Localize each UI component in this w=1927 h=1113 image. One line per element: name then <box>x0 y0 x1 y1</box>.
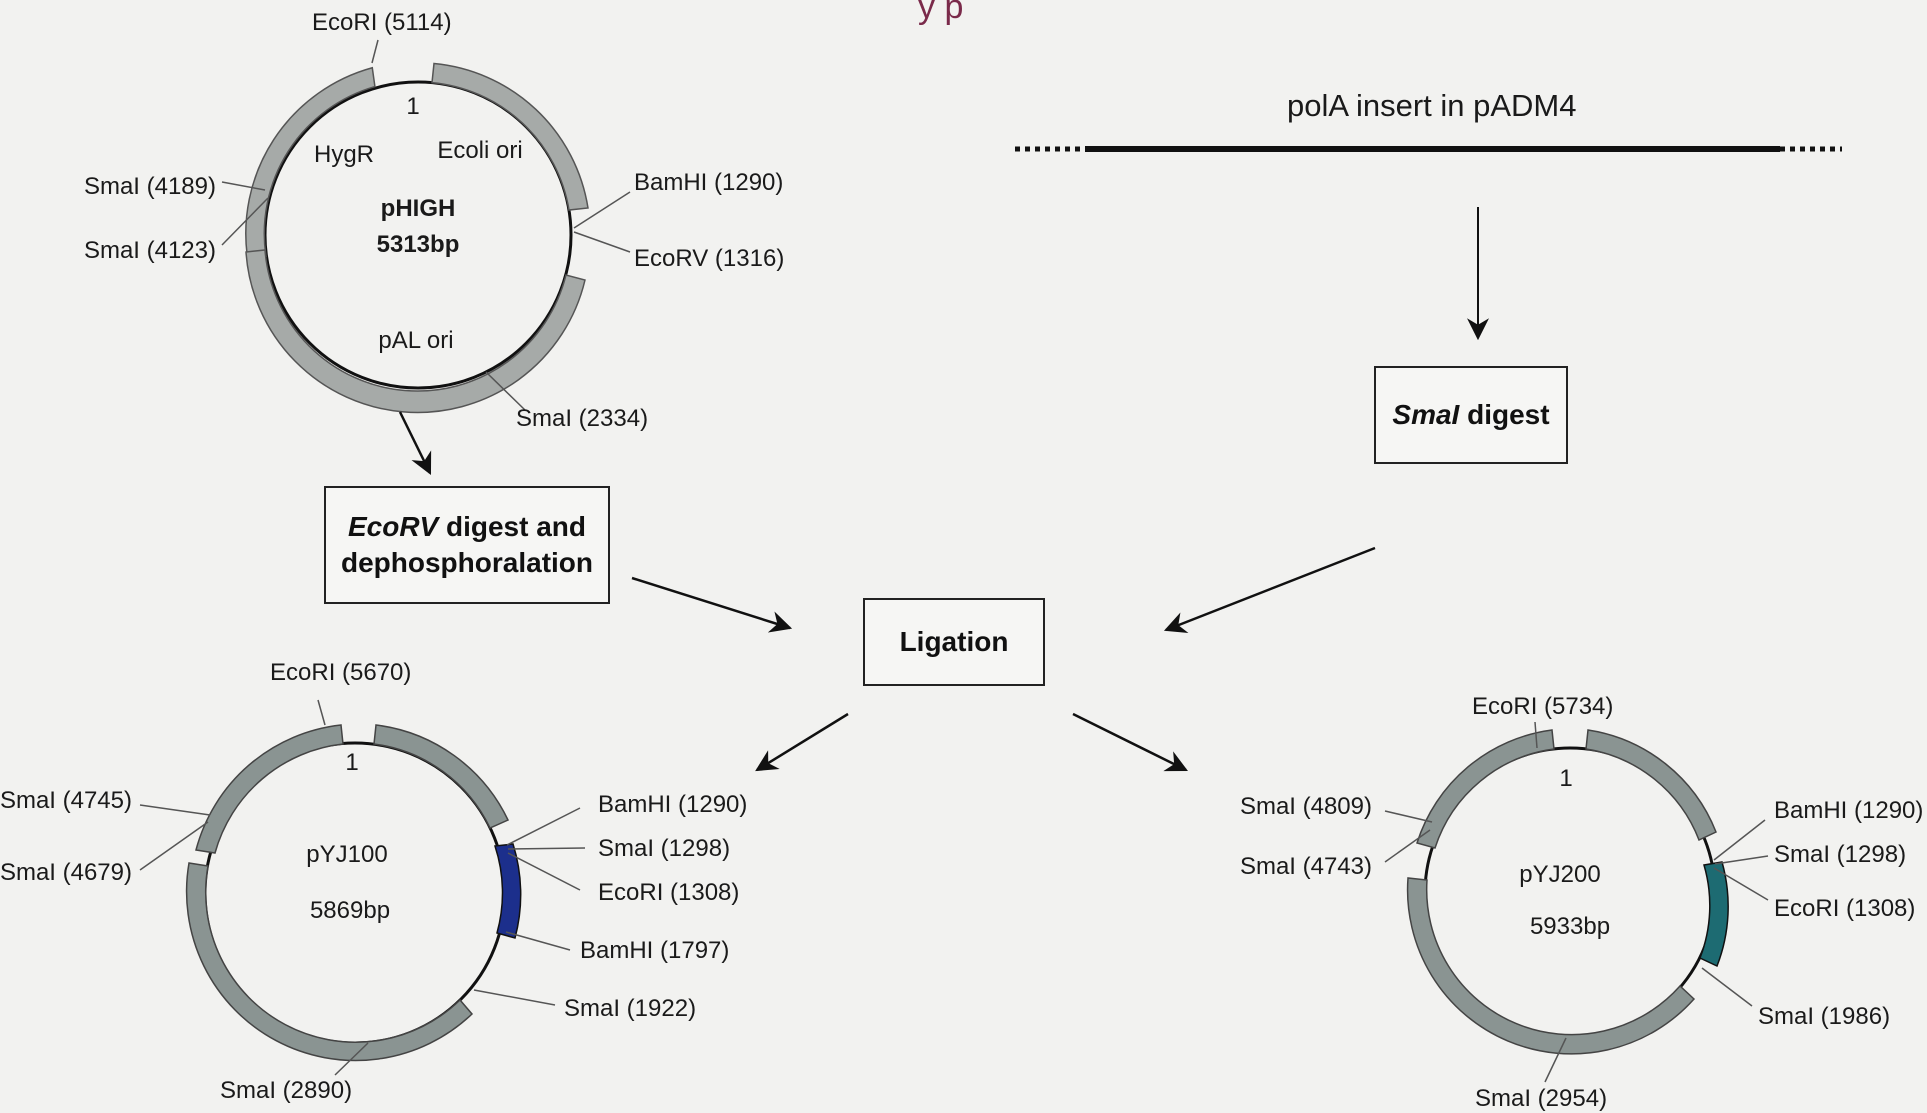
feature-arc-left <box>1416 729 1555 849</box>
site-label: BamHI (1797) <box>580 937 729 964</box>
site-label: BamHI (1290) <box>1774 797 1923 824</box>
plasmid-size: 5313bp <box>377 231 460 258</box>
feature-arc-bottom <box>185 862 474 1062</box>
ecorv-step-text: digest and <box>438 510 587 542</box>
site-label: SmaI (4123) <box>84 237 216 264</box>
site-label: BamHI (1290) <box>634 169 783 196</box>
arrow-smai-to-ligation <box>1163 546 1376 634</box>
site-label: SmaI (4809) <box>1240 793 1372 820</box>
site-label: SmaI (1298) <box>598 835 730 862</box>
feature-arc-left <box>195 724 344 854</box>
plasmid-size: 5869bp <box>310 897 390 924</box>
origin-mark: 1 <box>1559 765 1572 792</box>
smai-enzyme-label: SmaI <box>1392 398 1460 430</box>
plasmid-name: pYJ200 <box>1519 861 1600 888</box>
plasmid-phigh <box>221 39 631 414</box>
site-label: EcoRI (1308) <box>598 879 739 906</box>
site-label: EcoRI (1308) <box>1774 895 1915 922</box>
site-label: EcoRV (1316) <box>634 245 784 272</box>
feature-arc-right-top <box>373 724 510 829</box>
site-label: SmaI (1986) <box>1758 1003 1890 1030</box>
feature-arc-ecoli-ori <box>431 62 589 211</box>
feature-label-ecoli-ori: Ecoli ori <box>437 137 522 164</box>
arrow-ligation-to-pyj200 <box>1072 712 1188 772</box>
insert-arc <box>493 843 522 939</box>
arrow-phigh-to-ecorv <box>398 411 432 475</box>
smai-digest-box: SmaI digest <box>1374 366 1568 464</box>
feature-arc-right-top <box>1585 729 1717 842</box>
site-label: BamHI (1290) <box>598 791 747 818</box>
smai-step-text: digest <box>1459 398 1550 430</box>
feature-label-hygr: HygR <box>314 141 374 168</box>
site-label: EcoRI (5734) <box>1472 693 1613 720</box>
arrow-ecorv-to-ligation <box>631 576 793 633</box>
site-label: EcoRI (5114) <box>312 9 452 36</box>
plasmid-size: 5933bp <box>1530 913 1610 940</box>
site-label: SmaI (1922) <box>564 995 696 1022</box>
plasmid-pyj100 <box>139 699 586 1076</box>
feature-arc-pal-ori <box>245 249 586 414</box>
ligation-box: Ligation <box>863 598 1045 686</box>
ecorv-enzyme-label: EcoRV <box>347 510 439 542</box>
site-label: SmaI (1298) <box>1774 841 1906 868</box>
arrow-ligation-to-pyj100 <box>755 712 849 772</box>
site-label: SmaI (4679) <box>0 859 132 886</box>
ecorv-digest-box: EcoRV digest and dephosphoralation <box>324 486 610 604</box>
feature-arc-hygr <box>245 66 376 260</box>
insert-label: polA insert in pADM4 <box>1287 88 1577 123</box>
feature-arc-bottom <box>1406 877 1696 1055</box>
plasmid-pyj200 <box>1384 721 1769 1083</box>
origin-mark: 1 <box>345 749 358 776</box>
site-label: SmaI (4745) <box>0 787 132 814</box>
ecorv-step-text-2: dephosphoralation <box>341 547 593 578</box>
site-label: SmaI (4189) <box>84 173 216 200</box>
site-label: SmaI (4743) <box>1240 853 1372 880</box>
site-label: SmaI (2334) <box>516 405 648 432</box>
feature-label-pal-ori: pAL ori <box>378 327 453 354</box>
origin-mark: 1 <box>406 93 419 120</box>
site-label: SmaI (2890) <box>220 1077 352 1104</box>
plasmid-name: pHIGH <box>381 195 456 222</box>
insert-arc <box>1699 861 1729 968</box>
site-label: EcoRI (5670) <box>270 659 411 686</box>
plasmid-name: pYJ100 <box>306 841 387 868</box>
title-fragment: y p <box>918 0 964 26</box>
site-label: SmaI (2954) <box>1475 1085 1607 1112</box>
